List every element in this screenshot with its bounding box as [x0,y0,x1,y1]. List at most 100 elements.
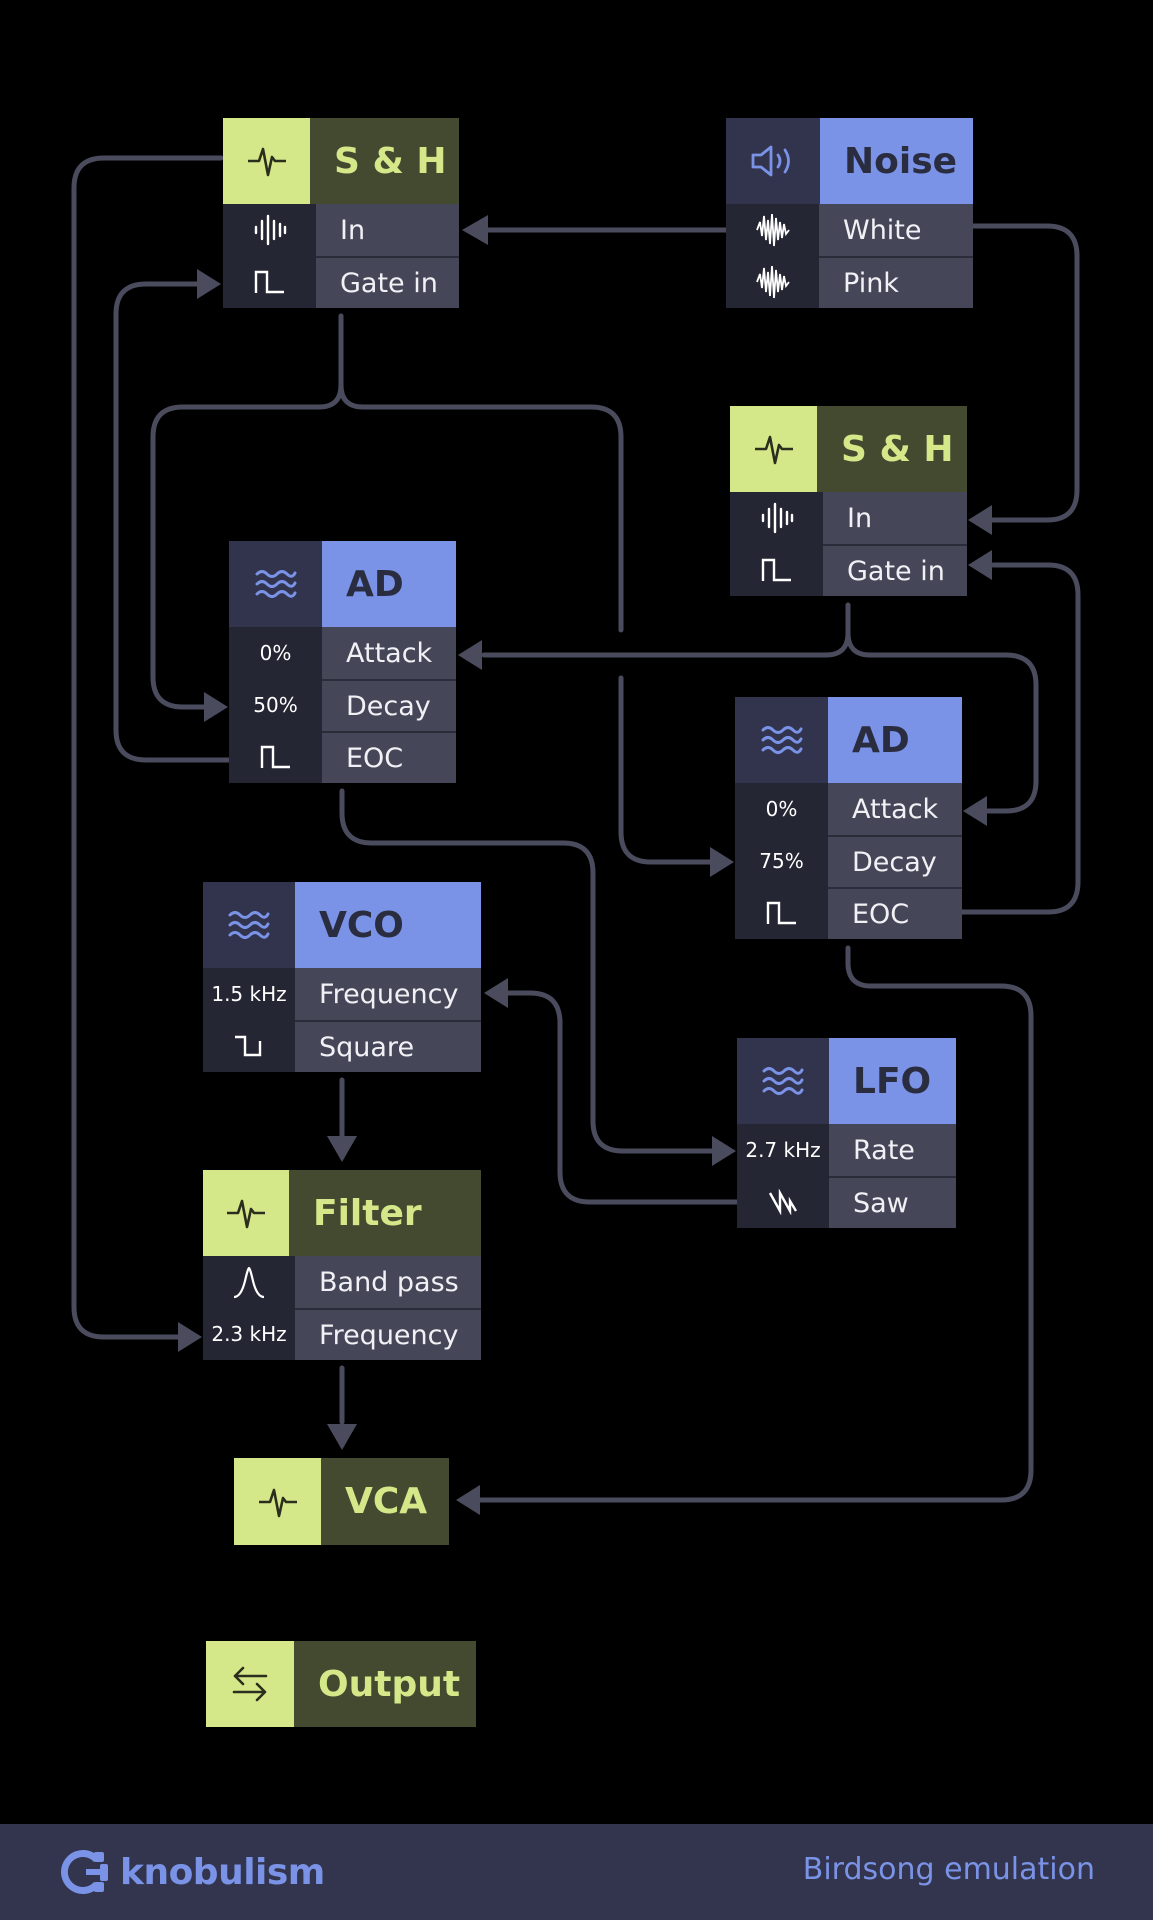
param-rate[interactable]: 2.7 kHz Rate [737,1124,956,1176]
port-gate-in[interactable]: Gate in [730,544,967,596]
param-label: Rate [829,1124,956,1176]
port-gate-in[interactable]: Gate in [223,256,459,308]
arrow-ad2-decay [710,847,734,877]
waves-icon [229,541,322,627]
module-title: AD [828,697,962,783]
gate-icon [229,731,322,783]
arrow-sh1-in [462,215,488,245]
module-title: AD [322,541,456,627]
module-title: VCA [321,1458,449,1545]
module-title: VCO [295,882,481,968]
module-title: Filter [289,1170,481,1256]
port-label: Gate in [316,256,459,308]
patch-caption: Birdsong emulation [802,1852,1095,1887]
square-wave-icon [203,1020,295,1072]
port-in[interactable]: In [730,492,967,544]
param-label: Frequency [295,968,481,1020]
noise-icon [726,204,819,256]
module-vco[interactable]: VCO 1.5 kHz Frequency Square [203,882,481,1072]
port-square[interactable]: Square [203,1020,481,1072]
arrow-filter-in [327,1136,357,1162]
wire-ad1-to-lfo-rate [339,788,715,1154]
module-output[interactable]: Output [206,1641,476,1727]
module-noise[interactable]: Noise White Pink [726,118,973,308]
module-title: LFO [829,1038,956,1124]
arrow-sh2-gate [968,550,992,580]
module-filter[interactable]: Filter Band pass 2.3 kHz Frequency [203,1170,481,1360]
port-pink[interactable]: Pink [726,256,973,308]
arrow-ad1-attack [458,640,482,670]
arrow-vca-in [327,1424,357,1450]
param-label: Band pass [295,1256,481,1308]
waves-icon [203,882,295,968]
module-vca[interactable]: VCA [234,1458,449,1545]
param-value: 75% [735,835,828,887]
port-saw[interactable]: Saw [737,1176,956,1228]
gate-icon [223,256,316,308]
gate-icon [735,887,828,939]
wire-noise-to-sh2-in [970,223,1080,523]
module-title: Output [294,1641,476,1727]
param-attack[interactable]: 0% Attack [229,627,456,679]
param-value: 1.5 kHz [203,968,295,1020]
port-in[interactable]: In [223,204,459,256]
module-lfo[interactable]: LFO 2.7 kHz Rate Saw [737,1038,956,1228]
waves-icon [737,1038,829,1124]
module-ad-envelope-2[interactable]: AD 0% Attack 75% Decay EOC [735,697,962,939]
wire-sh1-out-split-right [338,382,624,633]
saw-wave-icon [737,1176,829,1228]
brand-name: knobulism [120,1851,325,1893]
arrow-sh1-gate [197,269,221,299]
bandpass-icon [203,1256,295,1308]
arrow-sh2-in [968,505,992,535]
param-attack[interactable]: 0% Attack [735,783,962,835]
arrow-ad2-attack [963,796,987,826]
module-title: S & H [310,118,459,204]
param-decay[interactable]: 75% Decay [735,835,962,887]
param-label: Attack [828,783,962,835]
arrow-filter-frequency [178,1322,202,1352]
pulse-icon [223,118,310,204]
arrow-lfo-rate [712,1136,736,1166]
module-sample-and-hold-1[interactable]: S & H In Gate in [223,118,459,308]
swap-arrows-icon [206,1641,294,1727]
wire-lfo-to-vco-frequency [505,990,740,1205]
arrow-vco-frequency [484,978,508,1008]
wire-sh1-out-split-left [150,313,344,710]
port-label: EOC [828,887,962,939]
port-label: Pink [819,256,973,308]
module-title: Noise [820,118,973,204]
speaker-icon [726,118,820,204]
port-eoc[interactable]: EOC [735,887,962,939]
port-white[interactable]: White [726,204,973,256]
param-value: 0% [735,783,828,835]
param-label: Decay [322,679,456,731]
wire-ad1-eoc-to-sh1-gate [113,281,232,763]
arrow-ad1-decay [204,692,228,722]
wire-ad2-eoc-to-sh2-gate [959,562,1081,915]
port-eoc[interactable]: EOC [229,731,456,783]
param-value: 2.7 kHz [737,1124,829,1176]
port-label: Saw [829,1176,956,1228]
port-label: Square [295,1020,481,1072]
param-frequency[interactable]: 2.3 kHz Frequency [203,1308,481,1360]
param-label: Attack [322,627,456,679]
param-band-pass[interactable]: Band pass [203,1256,481,1308]
param-decay[interactable]: 50% Decay [229,679,456,731]
param-value: 50% [229,679,322,731]
port-label: Gate in [823,544,967,596]
wire-sh2-out-split-left [481,602,851,658]
port-label: In [823,492,967,544]
wire-sh2-out-split-right [845,630,1039,814]
arrow-vca-cv [456,1485,480,1515]
wire-sh1-to-filter-frequency [71,155,224,1340]
port-label: In [316,204,459,256]
module-ad-envelope-1[interactable]: AD 0% Attack 50% Decay EOC [229,541,456,783]
brand-logo[interactable]: knobulism [56,1844,325,1900]
noise-icon [726,256,819,308]
param-frequency[interactable]: 1.5 kHz Frequency [203,968,481,1020]
pulse-icon [234,1458,321,1545]
module-sample-and-hold-2[interactable]: S & H In Gate in [730,406,967,596]
knob-gear-icon [61,1850,108,1894]
